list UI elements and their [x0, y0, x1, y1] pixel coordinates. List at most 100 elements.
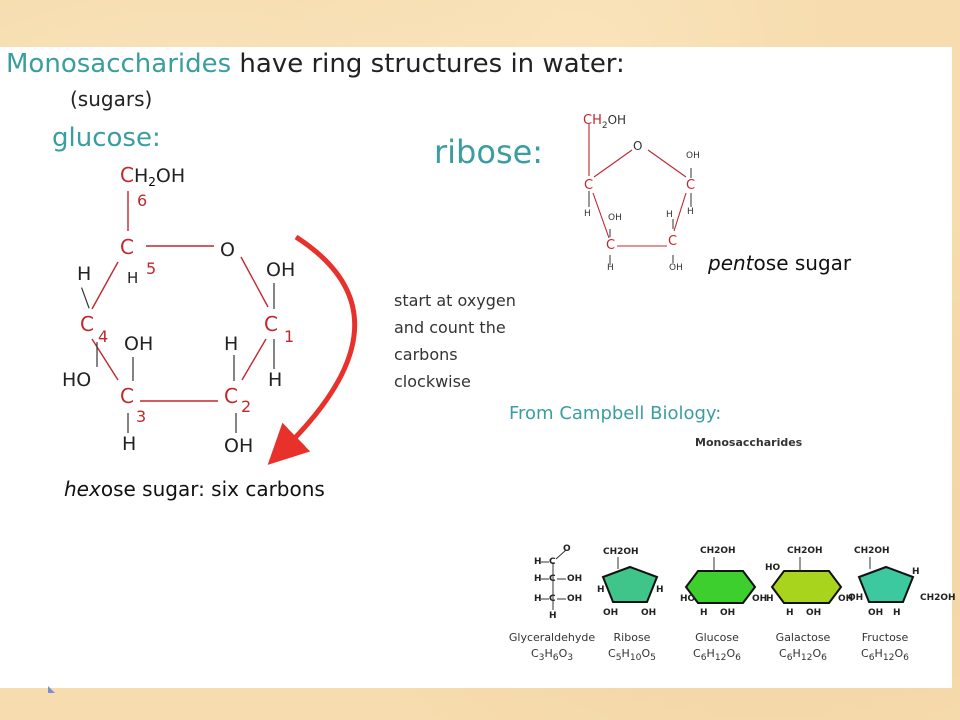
- structure-bonds: [81, 124, 692, 465]
- ribose-ring-oxygen: O: [633, 139, 643, 153]
- ribose-h-left: H: [584, 209, 591, 219]
- glucose-num-4: 4: [98, 327, 109, 346]
- glucose-oh-r: OH: [752, 594, 768, 604]
- counting-note: start at oxygen and count the carbons cl…: [394, 287, 554, 395]
- f-sub: 5: [650, 652, 656, 664]
- fructose-oh-l: OH: [848, 593, 864, 603]
- note-line: carbons: [394, 345, 458, 364]
- ribose-ch2oh: CH2OH: [583, 109, 626, 131]
- f-el: C: [779, 647, 787, 660]
- glyc-c3: C: [549, 594, 556, 604]
- glucose-c3-h: H: [122, 433, 137, 455]
- galactose-oh-b: OH: [806, 608, 822, 618]
- ribose-oh-r: OH: [641, 608, 657, 618]
- fructose-h-b: H: [893, 608, 901, 618]
- glucose-num-5: 5: [146, 259, 157, 278]
- campbell-heading: From Campbell Biology:: [509, 403, 722, 424]
- campbell-ribose-ring: [601, 565, 659, 603]
- molecule-formula: C5H10O5: [587, 647, 677, 663]
- ribose-oh-bottom-left: OH: [608, 213, 622, 223]
- title-rest: have ring structures in water:: [231, 49, 625, 79]
- campbell-substituent-bonds: [617, 557, 871, 571]
- ribose-substituent-bonds: [588, 168, 692, 265]
- glucose-c6-group: CH2OH: [120, 163, 185, 189]
- glucose-c3-oh: OH: [124, 333, 154, 355]
- title-highlight: Monosaccharides: [6, 49, 232, 79]
- campbell-glucose-ring: [684, 570, 757, 604]
- f-el: O: [812, 647, 822, 660]
- glucose-c5: C: [120, 235, 134, 259]
- glyc-c1: C: [549, 557, 556, 567]
- glyc-o: O: [563, 544, 571, 554]
- ribose-ch2oh-label: CH2OH: [603, 547, 639, 557]
- glucose-num-6: 6: [137, 191, 148, 210]
- glyc-oh2: OH: [567, 574, 583, 584]
- ribose-ring-bonds: [588, 124, 687, 247]
- ribose-ch2oh-c: CH: [583, 113, 602, 128]
- campbell-galactose-ring: [770, 570, 843, 604]
- galactose-h-l: H: [766, 594, 774, 604]
- hexose-caption-italic: hex: [64, 477, 101, 501]
- glyc-h2: H: [534, 574, 542, 584]
- note-line: and count the: [394, 318, 506, 337]
- f-el: H: [874, 647, 883, 660]
- f-sub: 6: [821, 652, 827, 664]
- fructose-ch2oh-r: CH2OH: [920, 593, 956, 603]
- ribose-h-right: H: [687, 207, 694, 217]
- glucose-heading: glucose:: [52, 123, 161, 153]
- f-sub: 3: [567, 652, 574, 664]
- f-sub: 6: [700, 652, 707, 664]
- glyc-c2: C: [549, 574, 556, 584]
- glucose-ring-bonds: [91, 191, 269, 402]
- glucose-c6-h: H: [133, 165, 149, 187]
- f-sub: 10: [629, 652, 642, 664]
- f-sub: 3: [538, 652, 545, 664]
- f-el: O: [558, 647, 568, 660]
- glucose-num-3: 3: [136, 407, 147, 426]
- molecule-name: Glyceraldehyde: [508, 631, 596, 644]
- glyc-h4: H: [549, 611, 557, 621]
- f-el: O: [894, 647, 904, 660]
- molecule-formula: C6H12O6: [758, 647, 848, 663]
- f-sub: 6: [786, 652, 793, 664]
- f-el: C: [861, 647, 869, 660]
- f-el: O: [726, 647, 736, 660]
- f-el: C: [530, 647, 539, 660]
- glyc-h1: H: [534, 557, 542, 567]
- glucose-c6: C: [120, 163, 134, 187]
- glucose-ring-oxygen: O: [220, 239, 235, 261]
- hexose-caption-rest: ose sugar: six carbons: [100, 477, 325, 501]
- f-el: C: [693, 647, 701, 660]
- ribose-heading: ribose:: [434, 133, 544, 171]
- f-sub: 12: [714, 652, 727, 664]
- hexose-caption: hexose sugar: six carbons: [64, 477, 325, 501]
- note-line: clockwise: [394, 372, 471, 391]
- f-el: H: [792, 647, 801, 660]
- fructose-h-r: H: [912, 567, 920, 577]
- slide-title: Monosaccharides have ring structures in …: [6, 49, 625, 79]
- galactose-ch2oh-label: CH2OH: [787, 546, 823, 556]
- glucose-c1: C: [264, 312, 278, 336]
- galactose-h-b: H: [786, 608, 794, 618]
- molecule-name: Ribose: [613, 631, 651, 644]
- f-el: H: [706, 647, 715, 660]
- f-sub: 12: [800, 652, 813, 664]
- note-line: start at oxygen: [394, 291, 516, 310]
- glucose-substituent-bonds: [81, 283, 275, 433]
- ribose-oh-bottom-right: OH: [669, 263, 683, 273]
- molecule-formula: C6H12O6: [672, 647, 762, 663]
- f-el: C: [608, 647, 616, 660]
- f-el: H: [621, 647, 630, 660]
- fructose-oh-b1: OH: [868, 608, 884, 618]
- pentose-caption: pentose sugar: [708, 251, 851, 275]
- ribose-oh-right: OH: [686, 151, 700, 161]
- glucose-num-2: 2: [241, 397, 252, 416]
- ribose-ch2oh-sub: 2: [601, 121, 608, 132]
- glucose-ho-l: HO: [680, 594, 696, 604]
- molecule-name: Galactose: [775, 631, 831, 644]
- f-el: H: [544, 647, 553, 660]
- glucose-c2-oh: OH: [224, 435, 254, 457]
- pentose-caption-italic: pent: [708, 251, 754, 275]
- molecule-name: Glucose: [695, 631, 739, 644]
- glucose-c5-h: H: [127, 269, 139, 287]
